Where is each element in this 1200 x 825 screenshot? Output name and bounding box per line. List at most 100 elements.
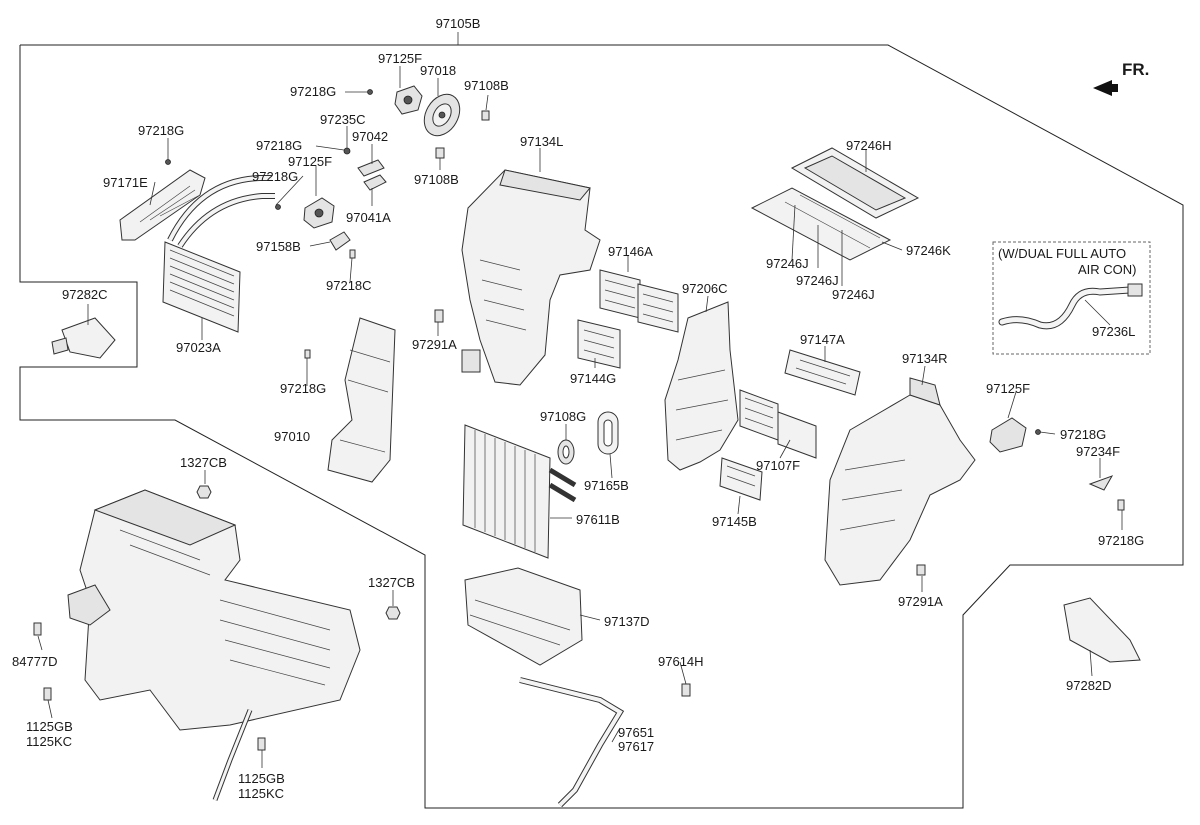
label-97218G-a: 97218G bbox=[290, 84, 336, 99]
label-97246K: 97246K bbox=[906, 243, 951, 258]
nut-1327CB-a-icon bbox=[196, 485, 212, 499]
label-97144G: 97144G bbox=[570, 371, 616, 386]
leader-lines bbox=[37, 66, 1123, 768]
filter-frame-97246K-icon bbox=[750, 187, 892, 261]
lever-97158B-icon bbox=[329, 231, 351, 251]
screw-97108B-lower-icon bbox=[435, 147, 445, 159]
actuator-97125F-top-icon bbox=[394, 85, 423, 115]
label-1125GB-b: 1125GB bbox=[238, 771, 285, 786]
label-97291A-a: 97291A bbox=[412, 337, 457, 352]
label-97617: 97617 bbox=[618, 739, 654, 754]
label-97146A: 97146A bbox=[608, 244, 653, 259]
label-97218C: 97218C bbox=[326, 278, 372, 293]
hvac-assembly-icon bbox=[67, 489, 361, 801]
label-97125F-a: 97125F bbox=[378, 51, 422, 66]
actuator-97125F-right-icon bbox=[989, 417, 1027, 453]
case-97134L-icon bbox=[461, 169, 601, 386]
label-97010: 97010 bbox=[274, 429, 310, 444]
screw-97108B-icon bbox=[481, 110, 490, 121]
link-97041A-icon bbox=[363, 174, 387, 191]
screw-97218G-c-icon bbox=[304, 349, 311, 359]
label-97282D: 97282D bbox=[1066, 678, 1112, 693]
bracket-97171E-icon bbox=[119, 169, 206, 241]
label-84777D: 84777D bbox=[12, 654, 58, 669]
label-97234F: 97234F bbox=[1076, 444, 1120, 459]
label-97218G-f: 97218G bbox=[1060, 427, 1106, 442]
label-97125F-c: 97125F bbox=[986, 381, 1030, 396]
clip-97291A-left-icon bbox=[434, 309, 444, 323]
label-97614H: 97614H bbox=[658, 654, 704, 669]
actuator-97125F-mid-icon bbox=[303, 197, 335, 229]
bolt-1125GB-a-icon bbox=[43, 687, 52, 701]
hose-97236L-icon bbox=[998, 283, 1143, 330]
label-97218G-d: 97218G bbox=[252, 169, 298, 184]
duct-97010-icon bbox=[327, 317, 396, 483]
front-direction-arrow-icon bbox=[1093, 80, 1118, 96]
dual-full-auto-inset bbox=[992, 241, 1151, 355]
label-97218G-c: 97218G bbox=[138, 123, 184, 138]
label-1125KC-b: 1125KC bbox=[238, 786, 284, 801]
label-97018: 97018 bbox=[420, 63, 456, 78]
label-1125KC-a: 1125KC bbox=[26, 734, 72, 749]
duct-97282C-icon bbox=[51, 317, 116, 359]
label-1327CB-b: 1327CB bbox=[368, 575, 415, 590]
bolt-1125GB-b-icon bbox=[257, 737, 266, 751]
label-97236L: 97236L bbox=[1092, 324, 1135, 339]
screw-97218C-icon bbox=[349, 249, 356, 259]
label-97218G-e: 97218G bbox=[280, 381, 326, 396]
duct-97282D-icon bbox=[1063, 597, 1141, 663]
label-97108B-b: 97108B bbox=[414, 172, 459, 187]
drain-hose-97651-icon bbox=[519, 677, 625, 808]
label-97134R: 97134R bbox=[902, 351, 948, 366]
part-labels: 97105B FR. (W/DUAL FULL AUTO AIR CON) 97… bbox=[12, 16, 1149, 801]
label-97235C: 97235C bbox=[320, 112, 366, 127]
label-97125F-b: 97125F bbox=[288, 154, 332, 169]
filter-97246H-icon bbox=[790, 147, 920, 219]
label-97246J-c: 97246J bbox=[832, 287, 875, 302]
cap-97234F-icon bbox=[1088, 475, 1114, 491]
label-1327CB-a: 1327CB bbox=[180, 455, 227, 470]
evaporator-97611B-icon bbox=[462, 424, 577, 559]
label-97041A: 97041A bbox=[346, 210, 391, 225]
label-97023A: 97023A bbox=[176, 340, 221, 355]
label-97291A-b: 97291A bbox=[898, 594, 943, 609]
direction-label: FR. bbox=[1122, 60, 1149, 79]
label-97137D: 97137D bbox=[604, 614, 650, 629]
label-97218G-b: 97218G bbox=[256, 138, 302, 153]
frame-label: 97105B bbox=[436, 16, 481, 31]
label-97145B: 97145B bbox=[712, 514, 757, 529]
screw-97614H-icon bbox=[681, 683, 691, 697]
screw-97218G-top-icon bbox=[367, 89, 373, 95]
door-97145B-icon bbox=[719, 457, 763, 501]
screw-97218G-e-icon bbox=[1035, 429, 1041, 435]
door-97146A-icon bbox=[599, 269, 679, 333]
label-97108B-a: 97108B bbox=[464, 78, 509, 93]
door-97107F-icon bbox=[739, 389, 817, 459]
label-97246J-a: 97246J bbox=[766, 256, 809, 271]
screw-97218G-b-icon bbox=[165, 159, 171, 165]
inset-note-line1: (W/DUAL FULL AUTO bbox=[998, 246, 1126, 261]
label-1125GB-a: 1125GB bbox=[26, 719, 73, 734]
label-97147A: 97147A bbox=[800, 332, 845, 347]
tray-97137D-icon bbox=[464, 567, 583, 666]
motor-97018-icon bbox=[423, 93, 461, 137]
assembly-frame bbox=[19, 44, 1184, 809]
screw-97218G-a-icon bbox=[275, 204, 281, 210]
door-97147A-icon bbox=[784, 349, 861, 396]
label-97246J-b: 97246J bbox=[796, 273, 839, 288]
heater-core-97023A-icon bbox=[162, 175, 275, 333]
label-97651: 97651 bbox=[618, 725, 654, 740]
label-97158B: 97158B bbox=[256, 239, 301, 254]
screw-97218G-f-icon bbox=[1117, 499, 1125, 511]
label-97165B: 97165B bbox=[584, 478, 629, 493]
seal-97108G-icon bbox=[557, 439, 575, 465]
case-97206C-icon bbox=[664, 301, 739, 471]
door-97144G-icon bbox=[577, 319, 621, 369]
bolt-84777D-icon bbox=[33, 622, 42, 636]
label-97171E: 97171E bbox=[103, 175, 148, 190]
grommet-97165B-icon bbox=[597, 411, 619, 455]
label-97218G-g: 97218G bbox=[1098, 533, 1144, 548]
label-97107F: 97107F bbox=[756, 458, 800, 473]
nut-1327CB-b-icon bbox=[385, 606, 401, 620]
